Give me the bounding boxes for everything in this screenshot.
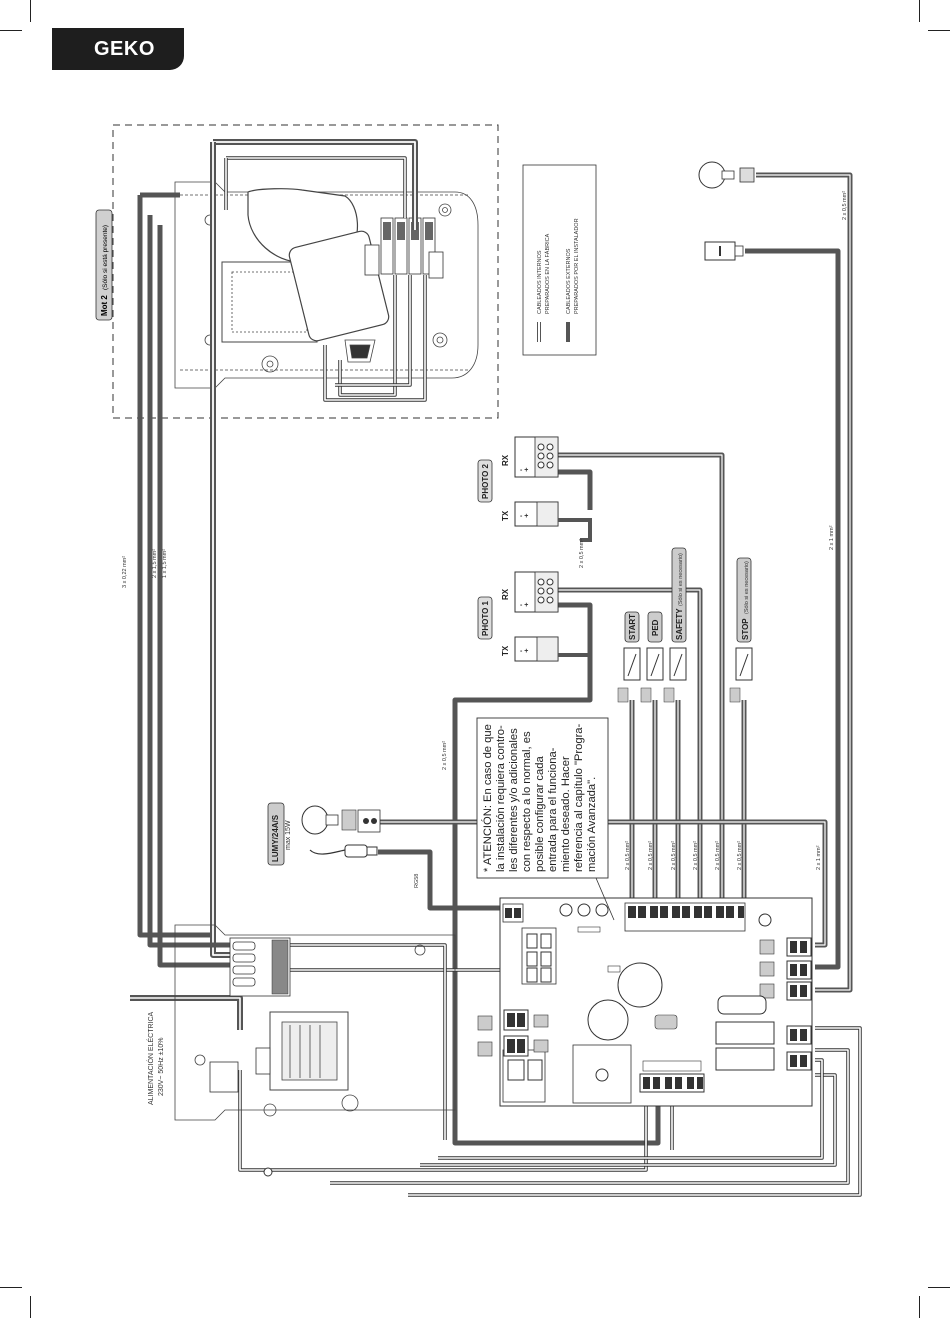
attention-line-7: miento deseado. Hacer xyxy=(560,756,572,872)
crop-mark xyxy=(928,30,950,31)
wire-2x05-lamp: 2 x 0,5 mm² xyxy=(842,191,848,220)
safety-note: (Sólo si es necesario) xyxy=(678,553,684,606)
wire-2x1-lumy: 2 x 1 mm² xyxy=(816,845,822,870)
svg-text:- +: - + xyxy=(520,513,528,520)
attention-box: * ATENCIÓN: En caso de que la instalació… xyxy=(476,717,615,921)
photo-tx-wires xyxy=(558,518,592,700)
brand-name: GEKO xyxy=(94,38,155,60)
svg-text:- +: - + xyxy=(520,467,528,474)
ped-button-symbol: PED xyxy=(640,611,664,703)
wire-gauge-labels: 3 x 0,22 mm² 2 x 1,5 mm² 1 x 1,5 mm² 2 x… xyxy=(122,191,848,870)
attention-line-1: * ATENCIÓN: En caso de que xyxy=(481,724,494,872)
photo1-tx-label: TX xyxy=(501,645,510,656)
attention-line-4: con respecto a lo normal, es xyxy=(521,731,533,872)
attention-line-2: la instalación requiera contro- xyxy=(495,725,507,872)
wire-2x05-photo1: 2 x 0,5 mm² xyxy=(693,841,699,870)
photo1-device: - + - + PHOTO 1 RX TX xyxy=(477,571,559,662)
legend-internal-2: PREPARADOS EN LA FÁBRICA xyxy=(544,233,551,314)
svg-text:- +: - + xyxy=(520,602,528,609)
ped-label: PED xyxy=(651,619,660,636)
control-unit-housing xyxy=(174,924,456,1121)
wire-2x05-safety: 2 x 0,5 mm² xyxy=(671,841,677,870)
attention-line-3: les diferentes y/o adicionales xyxy=(508,728,520,872)
photo1-rx-label: RX xyxy=(501,588,510,600)
svg-text:- +: - + xyxy=(520,648,528,655)
photo1-title: PHOTO 1 xyxy=(481,600,490,636)
wire-3x022: 3 x 0,22 mm² xyxy=(122,556,128,588)
stop-label: STOP xyxy=(741,618,750,640)
wire-2x05-photo: 2 x 0,5 mm² xyxy=(579,539,585,568)
wire-1x15: 1 x 1,5 mm² xyxy=(162,549,168,578)
attention-line-8: referencia al capítulo "Progra- xyxy=(573,723,585,872)
legend-external-1: CABLEADOS EXTERNOS xyxy=(566,248,572,314)
legend-box: CABLEADOS INTERNOS PREPARADOS EN LA FÁBR… xyxy=(522,164,597,356)
mot2-terminal-block xyxy=(364,217,444,279)
attention-line-6: entrada para el funciona- xyxy=(547,747,559,872)
brand-tab: GEKO xyxy=(52,28,184,70)
power-line-2: 230V~ 50Hz ±10% xyxy=(158,1037,165,1096)
crop-mark xyxy=(928,1287,950,1288)
control-unit-terminals xyxy=(209,937,291,1093)
legend-external-2: PREPARADOS POR EL INSTALADOR xyxy=(574,218,580,314)
mot2-motor-unit xyxy=(174,181,479,389)
attention-line-9: mación Avanzada". xyxy=(586,777,598,872)
crop-mark xyxy=(919,1296,920,1318)
lumy-power: max 15W xyxy=(285,820,292,850)
crop-mark xyxy=(0,30,22,31)
lumy-lamp: LUMY/24A/S max 15W xyxy=(267,802,381,866)
crop-mark xyxy=(30,0,31,22)
wire-2x05-start: 2 x 0,5 mm² xyxy=(625,841,631,870)
wire-2x1-antenna: 2 x 1 mm² xyxy=(829,525,835,550)
antenna-connector-icon xyxy=(704,241,744,261)
legend-internal-1: CABLEADOS INTERNOS xyxy=(537,250,543,314)
wire-2x15: 2 x 1,5 mm² xyxy=(152,549,158,578)
photo2-rx-label: RX xyxy=(501,454,510,466)
start-label: START xyxy=(628,614,637,640)
coax-antenna-cable: RG58 xyxy=(309,844,420,888)
wire-2x05-ped: 2 x 0,5 mm² xyxy=(648,841,654,870)
crop-mark xyxy=(30,1296,31,1318)
logic-board xyxy=(477,897,813,1107)
wire-2x05-photo2: 2 x 0,5 mm² xyxy=(715,841,721,870)
photo2-tx-label: TX xyxy=(501,510,510,521)
wire-2x05-stop: 2 x 0,5 mm² xyxy=(737,841,743,870)
photo2-device: - + - + PHOTO 2 RX TX xyxy=(477,436,559,527)
mot2-dashed-box xyxy=(112,124,499,419)
photo2-title: PHOTO 2 xyxy=(481,463,490,499)
power-supply-label: ALIMENTACIÓN ELÉCTRICA 230V~ 50Hz ±10% xyxy=(146,1011,273,1177)
stop-note: (Sólo si es necesario) xyxy=(744,561,750,614)
lamp-icon xyxy=(698,161,755,189)
crop-mark xyxy=(0,1287,22,1288)
mot2-title: Mot 2 xyxy=(100,295,109,316)
safety-label: SAFETY xyxy=(675,608,684,640)
rg58-label: RG58 xyxy=(414,874,420,888)
stop-button-symbol: STOP (Sólo si es necesario) xyxy=(729,557,753,703)
wire-2x05-lumy: 2 x 0,5 mm² xyxy=(442,741,448,770)
lumy-model: LUMY/24A/S xyxy=(271,814,280,862)
crop-mark xyxy=(919,0,920,22)
internal-wires xyxy=(224,156,862,1197)
attention-line-5: posible configurar cada xyxy=(534,756,546,872)
safety-button-symbol: SAFETY (Sólo si es necesario) xyxy=(663,547,687,703)
start-button-symbol: START xyxy=(617,611,641,703)
mot2-label: Mot 2 (Sólo si está presente) xyxy=(95,209,113,321)
mot2-note: (Sólo si está presente) xyxy=(102,225,109,290)
power-line-1: ALIMENTACIÓN ELÉCTRICA xyxy=(146,1011,155,1105)
